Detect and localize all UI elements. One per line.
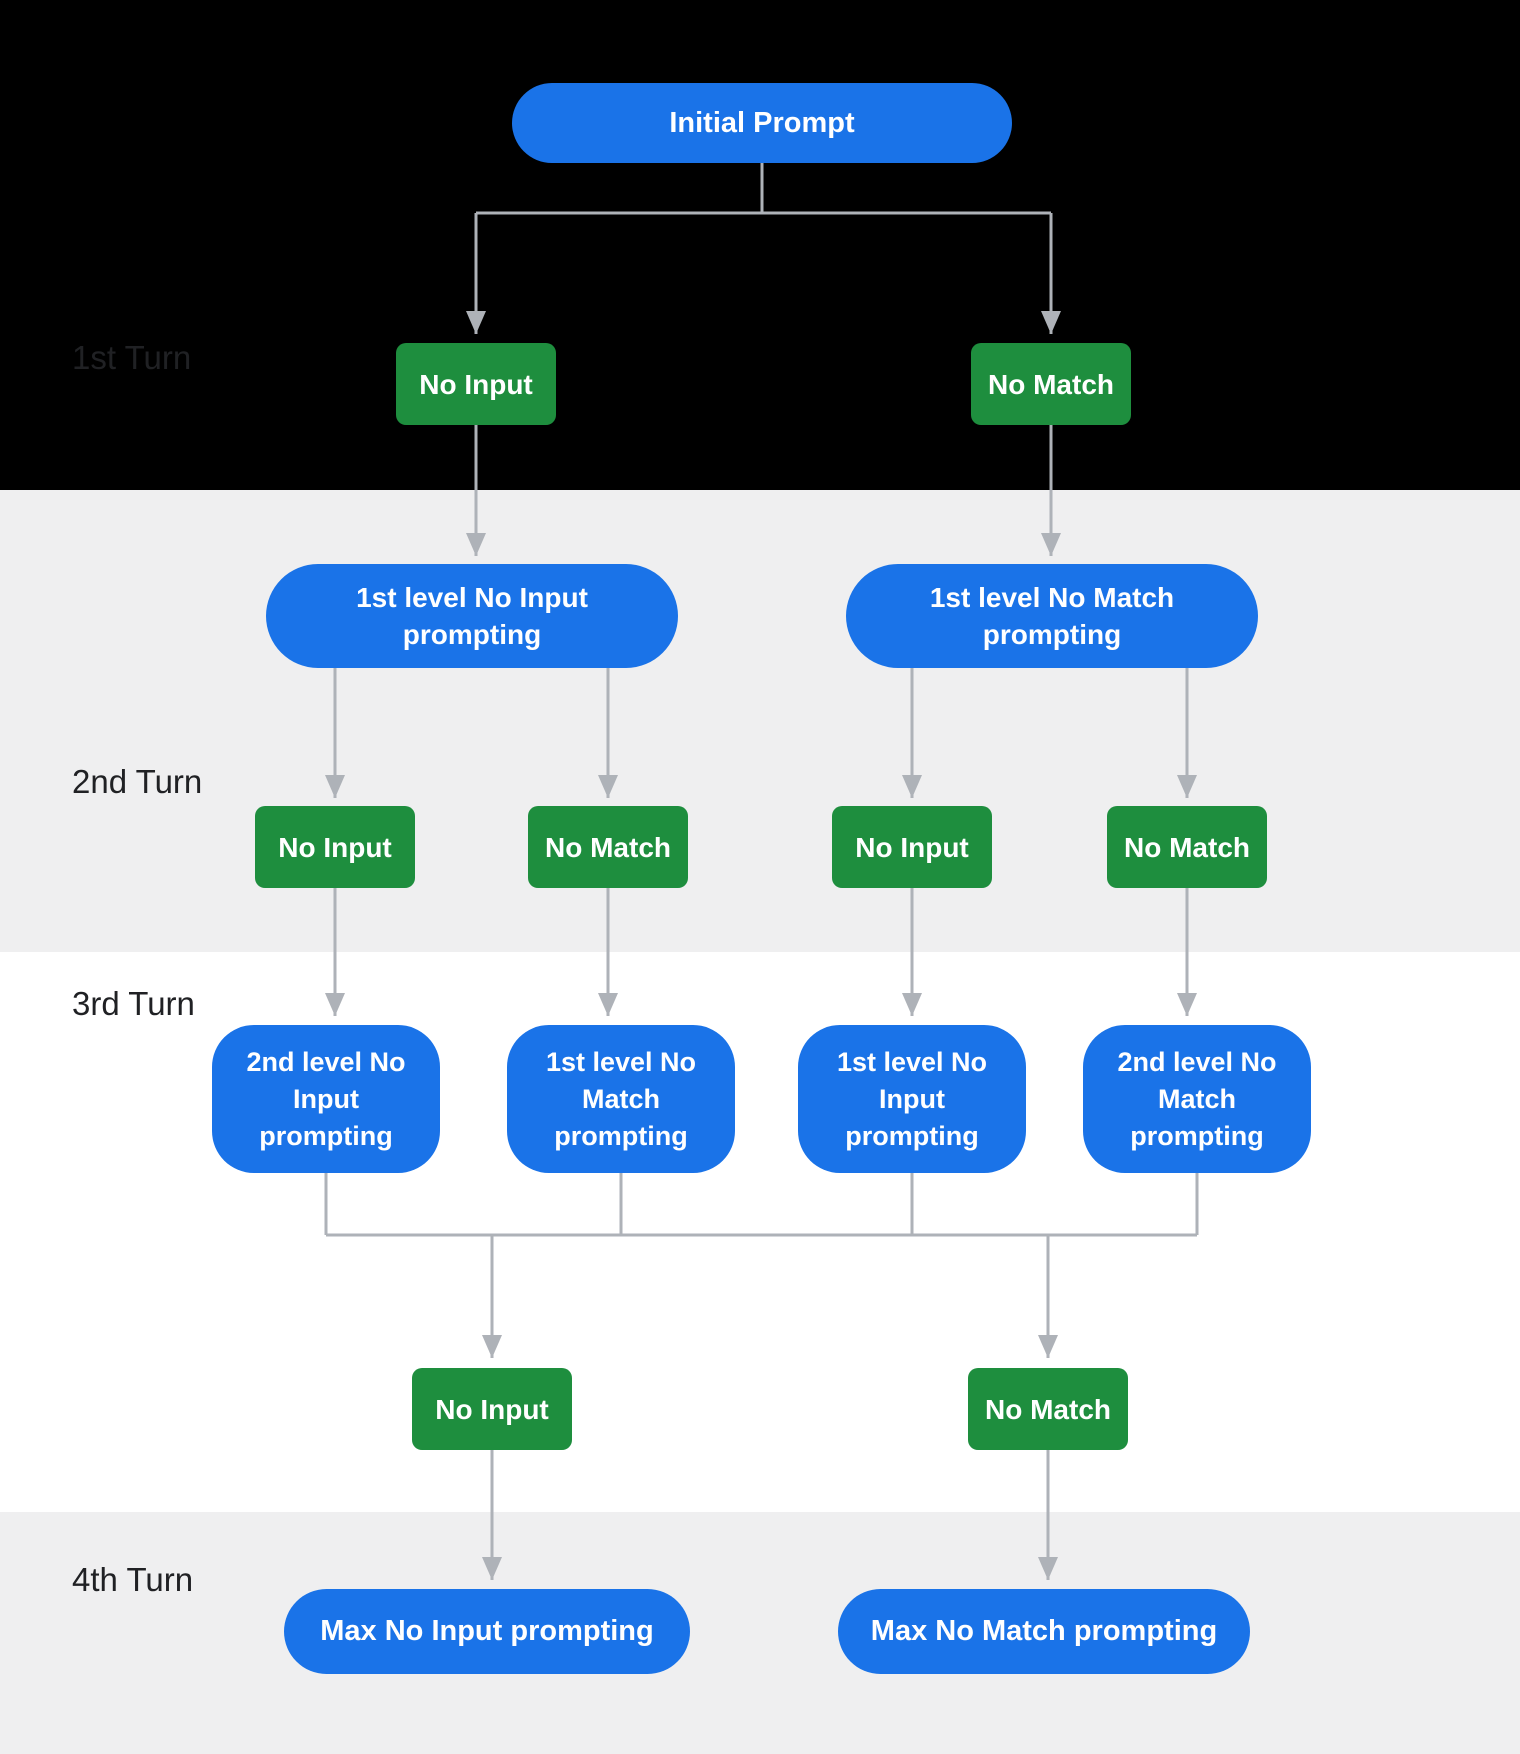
node-1st-level-no-input-prompting-2: 1st level No Input prompting: [798, 1025, 1026, 1173]
node-max-no-match-prompting: Max No Match prompting: [838, 1589, 1250, 1674]
node-2nd-level-no-input-prompting: 2nd level No Input prompting: [212, 1025, 440, 1173]
turn-label-3rd: 3rd Turn: [72, 985, 195, 1022]
node-turn2-no-input-1: No Input: [255, 806, 415, 888]
band-turn-1: [0, 0, 1520, 490]
node-1st-level-no-input-prompting: 1st level No Input prompting: [266, 564, 678, 668]
node-turn1-no-match: No Match: [971, 343, 1131, 425]
turn-label-4th: 4th Turn: [72, 1561, 194, 1598]
node-initial-prompt: Initial Prompt: [512, 83, 1012, 163]
node-1st-level-no-match-prompting-2: 1st level No Match prompting: [507, 1025, 735, 1173]
node-turn2-no-match-1: No Match: [528, 806, 688, 888]
node-turn3-no-match: No Match: [968, 1368, 1128, 1450]
node-max-no-input-prompting: Max No Input prompting: [284, 1589, 690, 1674]
band-turn-2: [0, 490, 1520, 952]
node-1st-level-no-match-prompting: 1st level No Match prompting: [846, 564, 1258, 668]
band-turn-4: [0, 1512, 1520, 1754]
node-turn3-no-input: No Input: [412, 1368, 572, 1450]
node-turn1-no-input: No Input: [396, 343, 556, 425]
node-turn2-no-match-2: No Match: [1107, 806, 1267, 888]
turn-label-2nd: 2nd Turn: [72, 763, 203, 800]
node-2nd-level-no-match-prompting: 2nd level No Match prompting: [1083, 1025, 1311, 1173]
node-turn2-no-input-2: No Input: [832, 806, 992, 888]
turn-label-1st: 1st Turn: [72, 339, 192, 376]
